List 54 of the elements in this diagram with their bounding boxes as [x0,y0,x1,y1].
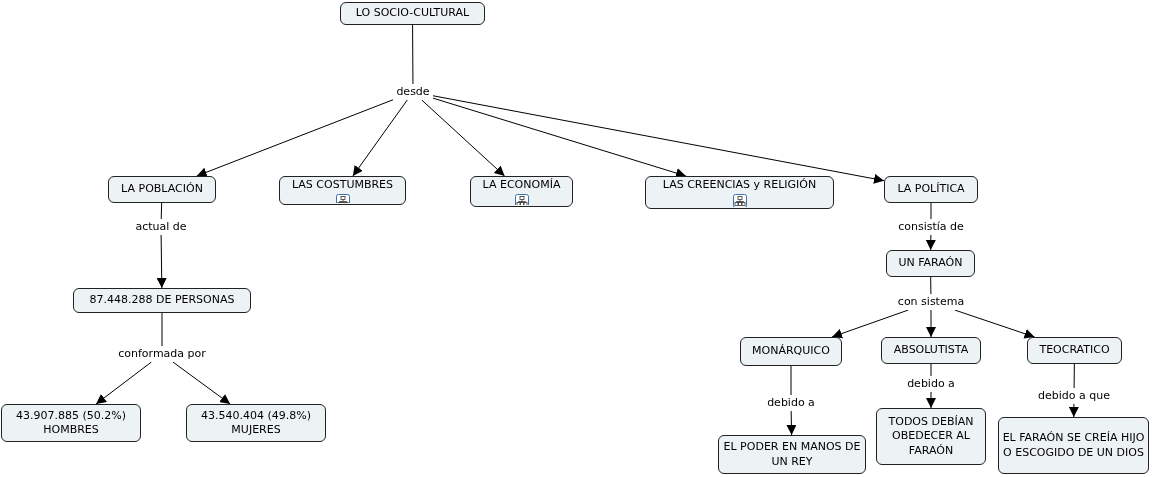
concept-box [470,176,573,207]
arrow [156,234,167,289]
concept-box [1027,337,1122,364]
concept-label: ABSOLUTISTA [893,343,969,358]
connector-line [930,363,932,377]
concept-box [740,337,842,366]
concept-label: LA POLÍTICA [897,182,965,197]
concept-box [279,176,406,205]
concept-label: EL PODER EN MANOS DE UN REY [722,440,862,469]
concept-box [884,176,978,203]
concept-label: 43.907.885 (50.2%) HOMBRES [15,408,127,438]
arrow [432,95,885,184]
connector-line [412,24,414,85]
concept-label: LAS COSTUMBRES [291,178,394,193]
arrow [925,234,936,251]
connector-line [1073,363,1075,389]
connector-line [930,202,932,220]
arrow [786,410,797,436]
concept-label: LO SOCIO-CULTURAL [355,6,470,21]
connector-line [790,365,792,396]
arrow [421,99,506,177]
concept-label: TEOCRATICO [1039,343,1110,358]
concept-label: EL FARAÓN SE CREÍA HIJO O ESCOGIDO DE UN DIOS [1002,431,1145,460]
arrow [954,309,1036,339]
arrow [926,391,936,409]
connector-line [161,312,163,347]
arrow [831,309,909,339]
concept-label: 87.448.288 DE PERSONAS [89,293,235,308]
concept-label: LAS CREENCIAS y RELIGIÓN [662,178,817,193]
concept-label: TODOS DEBÍAN OBEDECER AL FARAÓN [887,415,975,458]
concept-box [73,288,251,313]
concept-box [998,417,1149,474]
connector-line [160,202,163,220]
concept-label: UN FARAÓN [898,256,963,271]
concept-box [108,176,216,203]
arrow [352,99,408,177]
arrow [172,361,231,405]
concept-box [340,2,485,25]
concept-label: 43.540.404 (49.8%) MUJERES [200,408,312,438]
concept-label: LA POBLACIÓN [121,182,203,197]
arrow [95,361,152,405]
connector-line [930,276,932,295]
concept-label: LA ECONOMÍA [482,178,561,193]
concept-box [881,337,981,364]
concept-box [186,404,326,442]
arrow [196,99,394,178]
arrow [432,97,687,178]
concept-box [876,408,986,465]
concept-box [645,176,834,209]
concept-box [886,250,975,277]
arrow [1068,403,1079,418]
concept-label: MONÁRQUICO [752,344,830,359]
concept-box [1,404,141,442]
arrow [926,309,936,338]
